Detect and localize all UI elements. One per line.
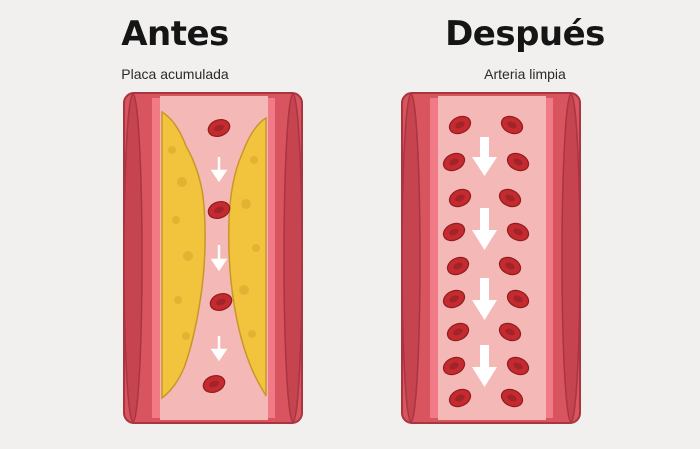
plaque-right: [228, 116, 267, 397]
arrow-down-icon: [210, 245, 228, 272]
panel-title-after: Después: [445, 14, 605, 54]
arrow-down-icon: [210, 157, 228, 183]
panel-before: Antes Placa acumulada: [121, 14, 303, 424]
red-blood-cell-icon: [506, 289, 530, 309]
red-blood-cell-icon: [207, 118, 231, 138]
red-blood-cell-icon: [448, 188, 472, 208]
panel-title-before: Antes: [121, 14, 229, 54]
red-blood-cell-icon: [446, 256, 470, 276]
red-blood-cell-icon: [442, 222, 466, 242]
red-blood-cell-icon: [506, 152, 530, 172]
red-blood-cell-icon: [207, 200, 231, 220]
red-blood-cell-icon: [500, 115, 524, 135]
panel-subtitle-before: Placa acumulada: [121, 66, 229, 82]
red-blood-cell-icon: [442, 356, 466, 376]
red-blood-cell-icon: [506, 222, 530, 242]
panel-subtitle-after: Arteria limpia: [484, 66, 566, 82]
arrow-down-icon: [472, 345, 497, 387]
arrow-down-icon: [472, 137, 497, 176]
panel-after: Después Arteria limpia: [350, 0, 700, 449]
red-blood-cell-icon: [209, 292, 233, 312]
red-blood-cell-icon: [446, 322, 470, 342]
red-blood-cell-icon: [442, 289, 466, 309]
red-blood-cell-icon: [506, 356, 530, 376]
artery-after-illustration: [401, 92, 581, 424]
artery-before-illustration: [123, 92, 303, 424]
red-blood-cell-icon: [448, 388, 472, 408]
red-blood-cell-icon: [442, 152, 466, 172]
red-blood-cell-icon: [498, 322, 522, 342]
arrow-down-icon: [472, 208, 497, 250]
arrow-down-icon: [472, 278, 497, 320]
red-blood-cell-icon: [202, 374, 226, 394]
arrow-down-icon: [210, 336, 228, 362]
red-blood-cell-icon: [498, 188, 522, 208]
plaque-texture: [168, 146, 260, 340]
red-blood-cell-icon: [498, 256, 522, 276]
red-blood-cell-icon: [448, 115, 472, 135]
red-blood-cell-icon: [500, 388, 524, 408]
